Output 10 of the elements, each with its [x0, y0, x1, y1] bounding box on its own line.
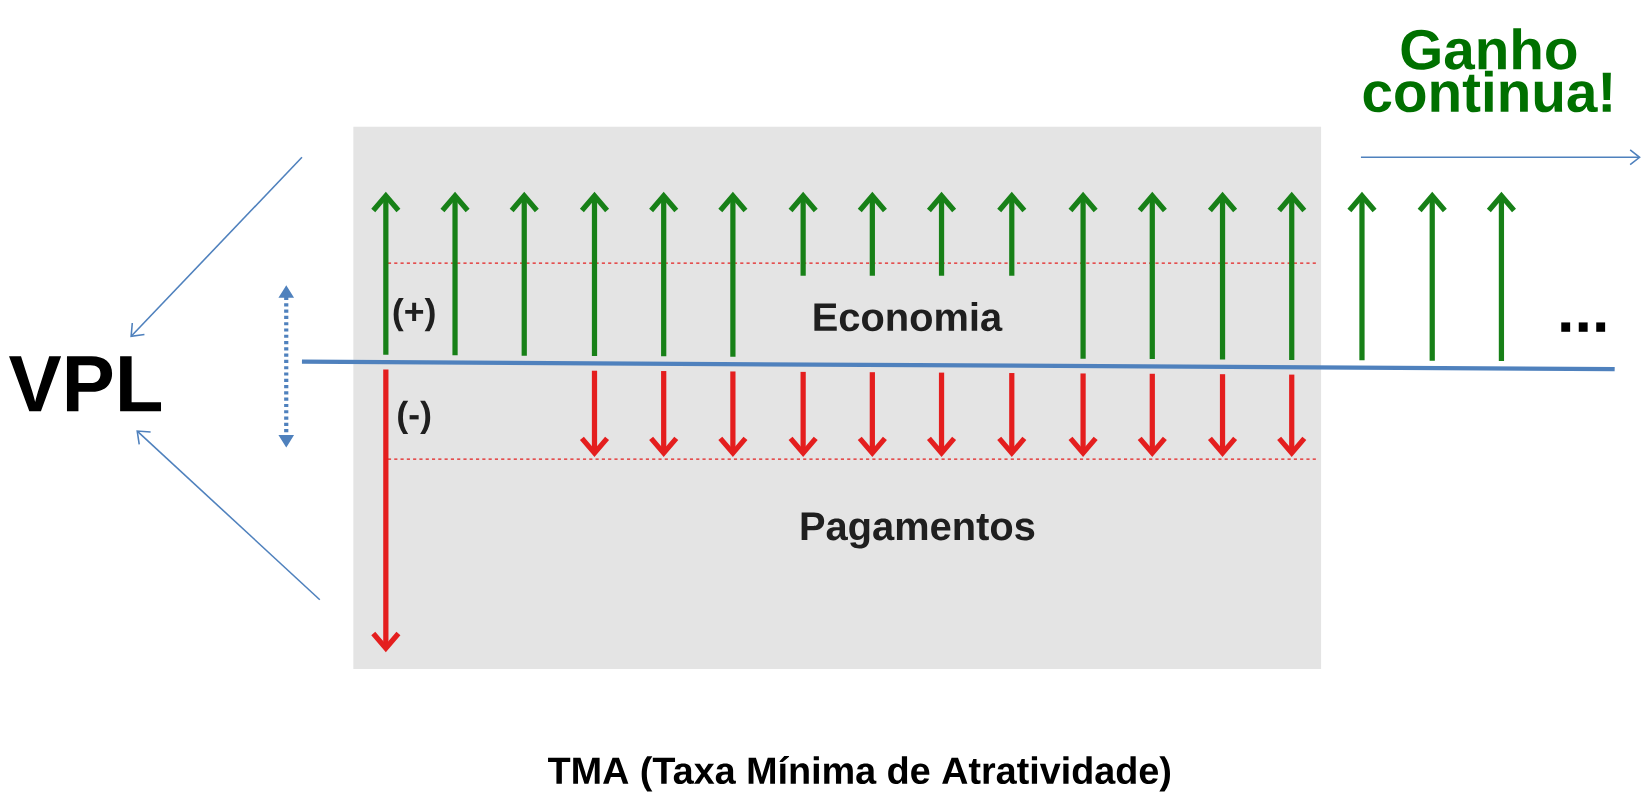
callout-text: Ganho continua! [1363, 28, 1611, 113]
axis-label: VPL [9, 356, 161, 412]
arrow [130, 156, 303, 338]
ellipsis: ... [1561, 322, 1606, 332]
sign-label: (+) [393, 298, 435, 332]
arrow [136, 430, 321, 601]
band-label: Economia [814, 302, 1003, 332]
sign-label: (-) [398, 400, 431, 434]
caption-text: TMA (Taxa Mínima de Atratividade) [548, 756, 1170, 792]
band-label: Pagamentos [801, 512, 1035, 549]
